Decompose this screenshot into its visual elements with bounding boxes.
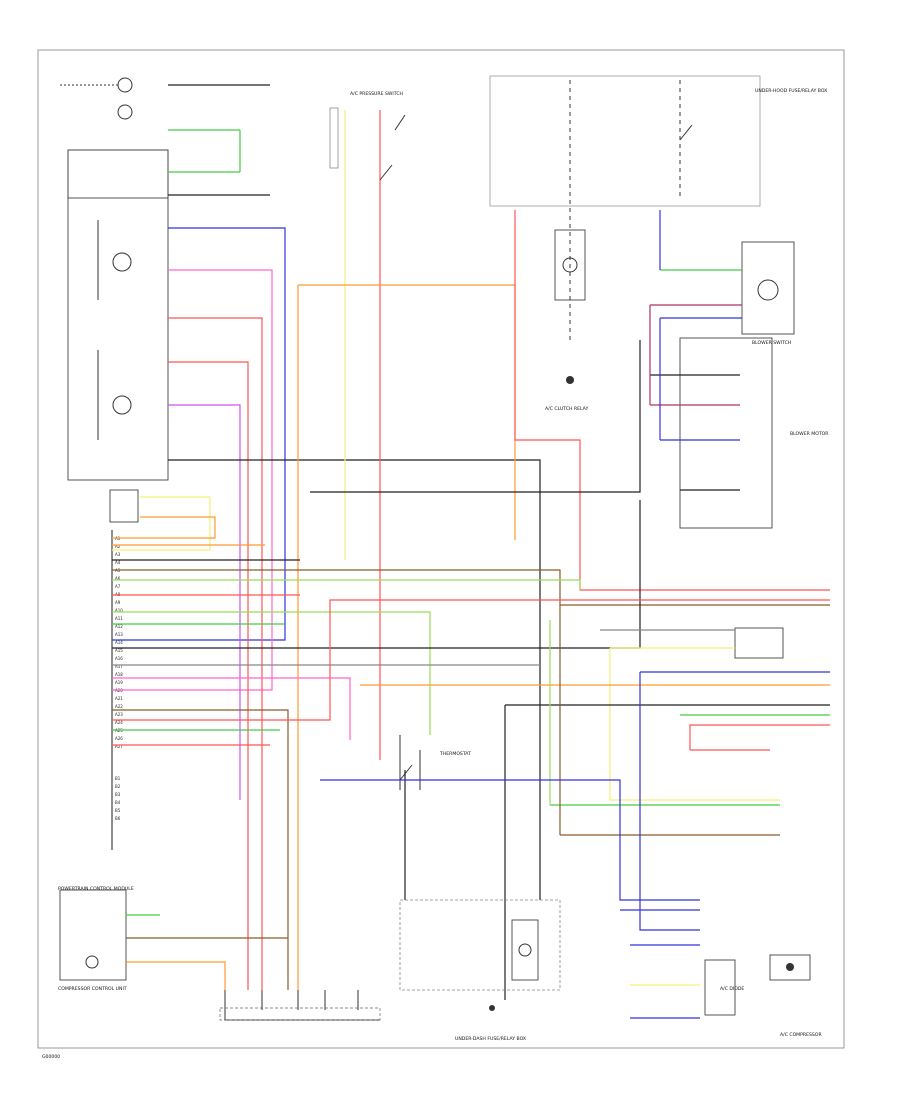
svg-text:A3: A3 [115, 552, 121, 557]
svg-text:A4: A4 [115, 560, 121, 565]
bottom-connector [219, 990, 381, 1021]
svg-text:B3: B3 [115, 792, 121, 797]
svg-text:A2: A2 [115, 544, 121, 549]
blower-switch [650, 210, 795, 335]
svg-text:B5: B5 [115, 808, 121, 813]
label-blower-motor: BLOWER MOTOR [790, 431, 829, 437]
svg-text:A10: A10 [115, 608, 123, 613]
diagram-border [37, 49, 845, 1049]
wire-black-mid [310, 340, 641, 493]
underhood-fuse-box [489, 75, 761, 384]
wires-bottom-left [126, 914, 380, 1021]
svg-text:A15: A15 [115, 648, 123, 653]
svg-text:A12: A12 [115, 624, 123, 629]
svg-text:A24: A24 [115, 720, 123, 725]
label-underhood-fuse: UNDER-HOOD FUSE/RELAY BOX [755, 88, 827, 94]
svg-text:A19: A19 [115, 680, 123, 685]
compressor-relay-right [360, 605, 830, 1000]
fuse-box-left [67, 149, 169, 481]
svg-text:A22: A22 [115, 704, 123, 709]
thermostat-switch [399, 735, 421, 900]
footer-code: G00000 [42, 1054, 60, 1060]
left-components [59, 77, 169, 981]
label-thermostat: THERMOSTAT [439, 751, 471, 757]
svg-text:B2: B2 [115, 784, 121, 789]
lamp-icon [117, 77, 133, 93]
svg-text:B6: B6 [115, 816, 121, 821]
svg-text:A11: A11 [115, 616, 123, 621]
svg-text:A7: A7 [115, 584, 121, 589]
svg-text:A23: A23 [115, 712, 123, 717]
svg-text:A13: A13 [115, 632, 123, 637]
blower-motor [649, 305, 773, 529]
relay-box-left [109, 489, 139, 523]
label-blower-switch: BLOWER SWITCH [752, 340, 791, 346]
svg-text:A16: A16 [115, 656, 123, 661]
svg-text:A18: A18 [115, 672, 123, 677]
label-underdash-fuse: UNDER-DASH FUSE/RELAY BOX [455, 1036, 526, 1042]
wire-orange-top [298, 284, 516, 540]
svg-text:A6: A6 [115, 576, 121, 581]
svg-text:B4: B4 [115, 800, 121, 805]
wires-top-left [112, 84, 541, 990]
wires-middle [112, 496, 830, 990]
text-labels: BLOWER SWITCH A/C CLUTCH RELAY A/C PRESS… [42, 88, 829, 1060]
ac-compressor [320, 672, 811, 1019]
ac-pressure-switch [329, 107, 406, 760]
label-ac-compressor: A/C COMPRESSOR [780, 1032, 822, 1038]
underdash-fuse-box [399, 899, 561, 1011]
label-compressor-control: COMPRESSOR CONTROL UNIT [58, 986, 127, 992]
label-clutch-relay: A/C CLUTCH RELAY [545, 406, 588, 412]
compressor-clutch-box [769, 954, 811, 981]
svg-text:A9: A9 [115, 600, 121, 605]
label-ac-pressure-switch: A/C PRESSURE SWITCH [350, 91, 403, 97]
svg-text:A17: A17 [115, 664, 123, 669]
label-ac-diode: A/C DIODE [720, 986, 744, 992]
wire-red-relay [514, 210, 830, 591]
svg-text:A21: A21 [115, 696, 123, 701]
svg-text:A14: A14 [115, 640, 123, 645]
svg-text:A26: A26 [115, 736, 123, 741]
label-pcm: POWERTRAIN CONTROL MODULE [58, 886, 134, 892]
svg-text:A27: A27 [115, 744, 123, 749]
compressor-control-box [59, 889, 127, 981]
svg-text:B1: B1 [115, 776, 121, 781]
clutch-relay-box [554, 229, 586, 301]
